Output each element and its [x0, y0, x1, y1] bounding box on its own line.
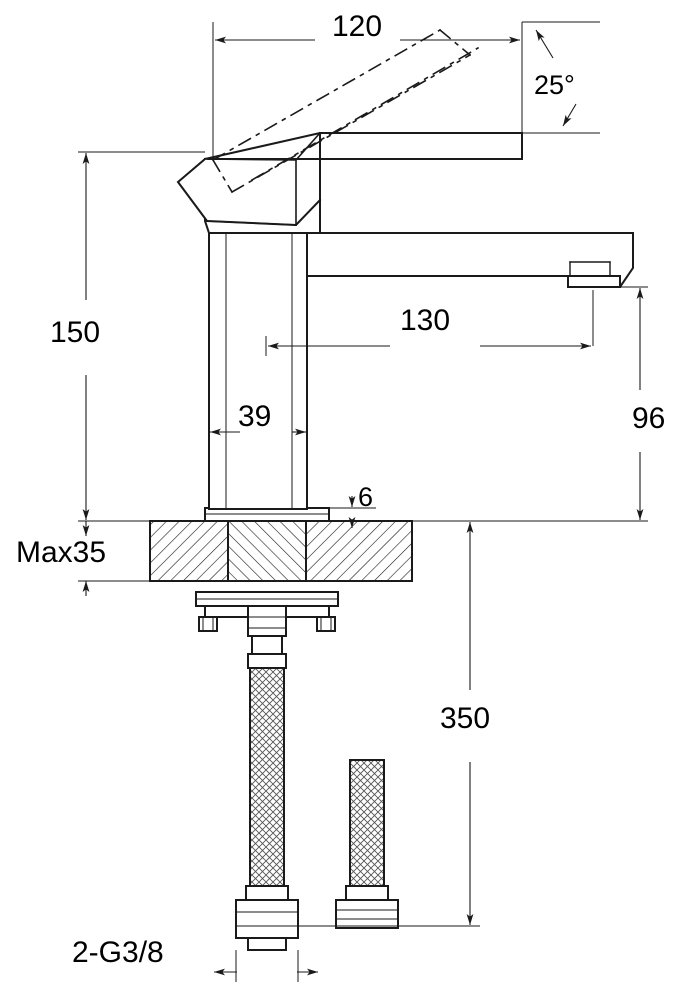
dimension-label-96: 96	[632, 402, 666, 435]
handle-lowered	[176, 131, 523, 234]
dimension-label-120: 120	[332, 10, 383, 43]
dimension-label-thread: 2-G3/8	[72, 936, 164, 969]
dimension-label-39: 39	[238, 400, 272, 433]
faucet-body-outline	[149, 28, 634, 951]
spout	[306, 232, 634, 288]
dimension-label-max35: Max35	[16, 536, 107, 569]
dimension-label-150: 150	[50, 316, 101, 349]
deck-section	[149, 520, 413, 582]
hose-short	[335, 759, 399, 929]
dimension-label-25deg: 25°	[534, 70, 575, 100]
handle-raised-phantom	[211, 28, 480, 194]
hose-long	[235, 667, 299, 951]
dimension-lines	[78, 21, 648, 982]
dimension-label-130: 130	[400, 304, 451, 337]
dimension-label-350: 350	[440, 702, 491, 735]
dimension-label-6: 6	[358, 482, 374, 512]
mounting-hardware	[195, 591, 339, 669]
faucet-column	[208, 232, 308, 510]
